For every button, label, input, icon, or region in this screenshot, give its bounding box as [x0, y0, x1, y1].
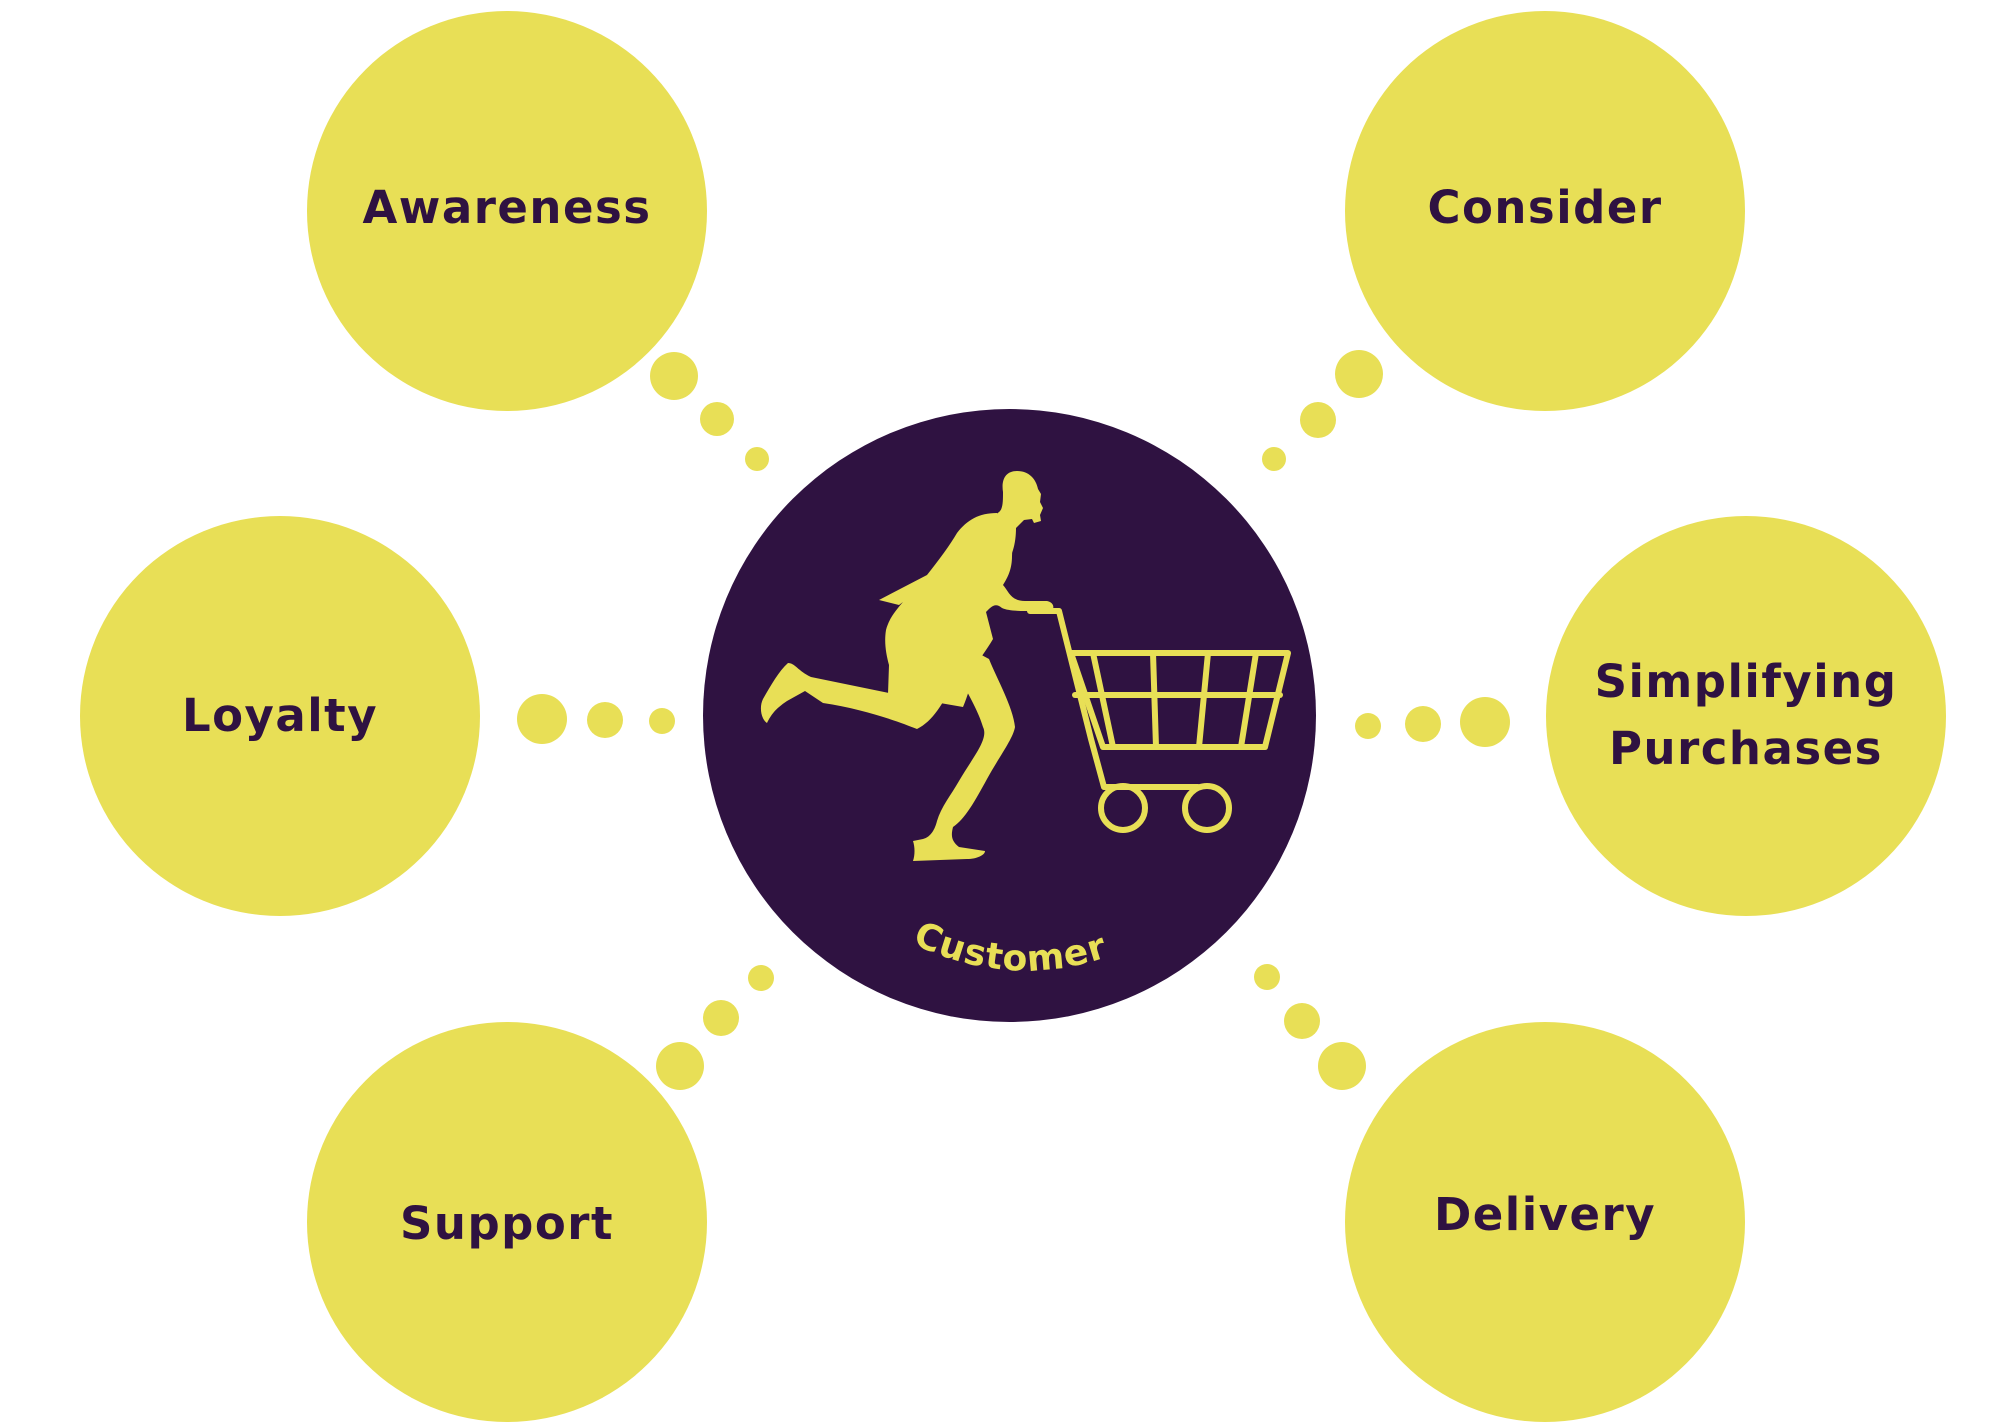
connector-dot [748, 965, 774, 991]
connector-dot [1335, 350, 1383, 398]
connector-dot [1262, 447, 1286, 471]
shopper-pushing-cart-icon [760, 471, 1054, 861]
connector-dot [1284, 1003, 1320, 1039]
connector-dot [1355, 713, 1381, 739]
stage-awareness-label: Awareness [362, 180, 652, 234]
connector-dot [1254, 964, 1280, 990]
connector-dot [517, 694, 567, 744]
connector-dot [1318, 1042, 1366, 1090]
connector-dot [587, 702, 623, 738]
stage-delivery-label: Delivery [1433, 1187, 1657, 1241]
connector-dot [1405, 706, 1441, 742]
connector-dot [656, 1042, 704, 1090]
stage-delivery: Delivery [1345, 1022, 1745, 1422]
stage-loyalty: Loyalty [80, 516, 480, 916]
stage-simplifying-purchases: Simplifying Purchases [1546, 516, 1946, 916]
stage-loyalty-label: Loyalty [181, 688, 379, 742]
stage-simplifying-purchases-label: Simplifying Purchases [1594, 655, 1898, 775]
customer-hub-graphic: Customer [760, 471, 1291, 980]
connector-dot [649, 708, 675, 734]
shopping-cart-icon [1027, 608, 1291, 833]
connector-dot [1300, 402, 1336, 438]
connector-dot [745, 447, 769, 471]
connector-dot [703, 1000, 739, 1036]
stage-support: Support [307, 1022, 707, 1422]
stage-support-label: Support [400, 1197, 614, 1251]
hub-customer-label: Customer [908, 914, 1112, 980]
connector-dot [700, 402, 734, 436]
stage-consider: Consider [1345, 11, 1745, 411]
connector-dot [650, 352, 698, 400]
stage-awareness: Awareness [307, 11, 707, 411]
stage-consider-label: Consider [1427, 180, 1663, 234]
connector-dot [1460, 697, 1510, 747]
